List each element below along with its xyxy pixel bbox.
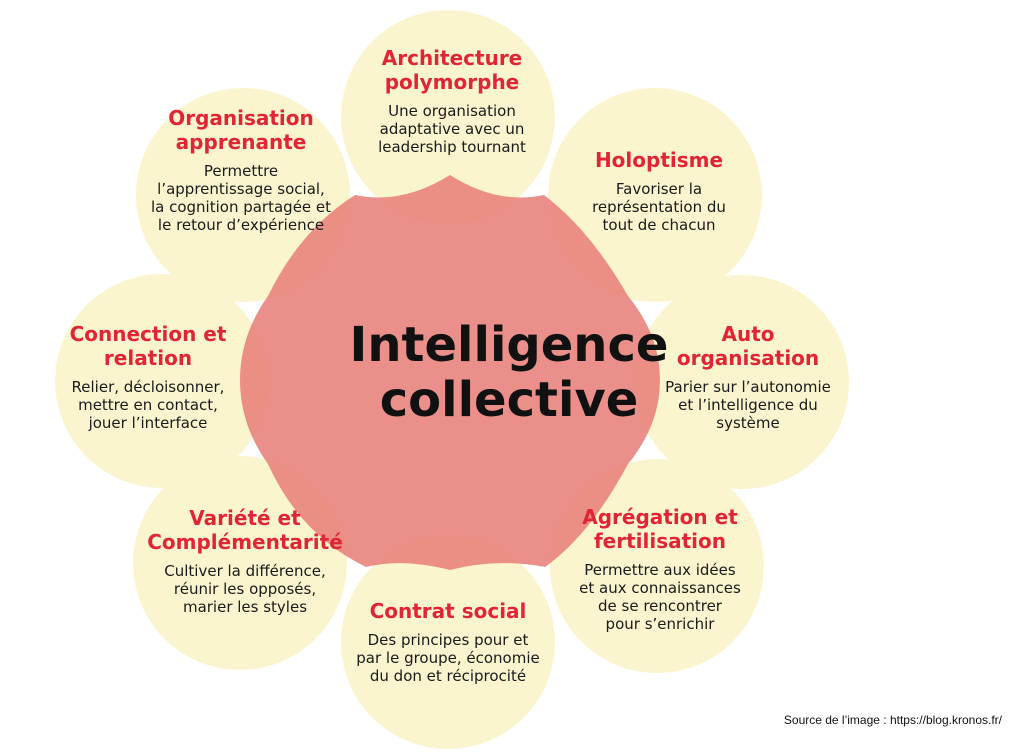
source-credit: Source de l’image : https://blog.kronos.… [783,713,1002,727]
petals [55,10,849,749]
central-hub [240,175,660,570]
petal-auto-organisation [635,275,849,489]
petal-organisation-apprenante [136,88,350,302]
petal-variete [133,456,347,670]
center-title: Intelligence collective [349,317,669,429]
petal-connection [55,274,269,488]
petal-agregation [550,459,764,673]
petal-architecture [341,10,555,224]
petal-contrat-social [341,535,555,749]
petal-holoptisme [548,88,762,302]
